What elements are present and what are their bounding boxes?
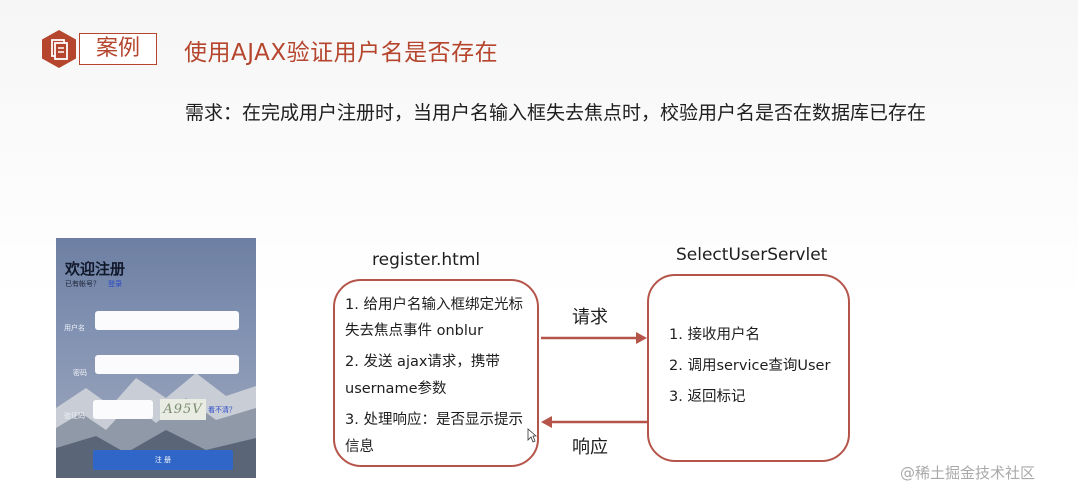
client-step-line: 失去焦点事件 onblur — [345, 323, 484, 339]
mouse-cursor-icon — [527, 428, 537, 443]
change-captcha-link[interactable]: 看不清？ — [208, 406, 236, 414]
case-label: 案例 — [79, 33, 157, 65]
username-label: 用户名 — [64, 324, 85, 332]
username-input[interactable] — [95, 311, 239, 330]
servlet-title: SelectUserServlet — [676, 245, 828, 265]
watermark: @稀土掘金技术社区 — [900, 464, 1036, 482]
captcha-image: A95V — [160, 399, 206, 420]
register-html-title: register.html — [372, 250, 481, 270]
server-step-line: 1. 接收用户名 — [669, 327, 760, 343]
slide-title: 使用AJAX验证用户名是否存在 — [184, 40, 499, 66]
form-title: 欢迎注册 — [65, 260, 126, 278]
client-box — [333, 279, 539, 467]
captcha-label: 验证码 — [64, 412, 85, 420]
server-step-line: 3. 返回标记 — [669, 389, 746, 405]
login-link[interactable]: 登录 — [108, 280, 122, 288]
client-step-line: 3. 处理响应：是否显示提示 — [345, 412, 523, 428]
register-button[interactable]: 注 册 — [93, 450, 233, 470]
flow-arrows — [541, 332, 647, 428]
captcha-input[interactable] — [93, 400, 153, 419]
requirement-text: 需求：在完成用户注册时，当用户名输入框失去焦点时，校验用户名是否在数据库已存在 — [185, 102, 927, 124]
response-label: 响应 — [572, 437, 608, 458]
case-hexagon-icon — [42, 30, 76, 68]
request-arrow-head — [636, 332, 647, 344]
password-label: 密码 — [73, 369, 87, 377]
client-step-line: username参数 — [345, 381, 447, 397]
client-step-line: 2. 发送 ajax请求，携带 — [345, 354, 500, 370]
request-label: 请求 — [572, 307, 608, 328]
client-step-line: 信息 — [345, 439, 374, 455]
register-form-preview: 欢迎注册 已有帐号？ 登录 用户名 密码 验证码 A95V 看不清？ 注 册 — [56, 238, 256, 478]
password-input[interactable] — [95, 355, 239, 374]
have-account-text: 已有帐号？ — [65, 280, 100, 288]
server-box — [647, 274, 850, 462]
response-arrow-head — [541, 416, 552, 428]
client-step-line: 1. 给用户名输入框绑定光标 — [345, 297, 523, 313]
server-step-line: 2. 调用service查询User — [669, 358, 831, 374]
